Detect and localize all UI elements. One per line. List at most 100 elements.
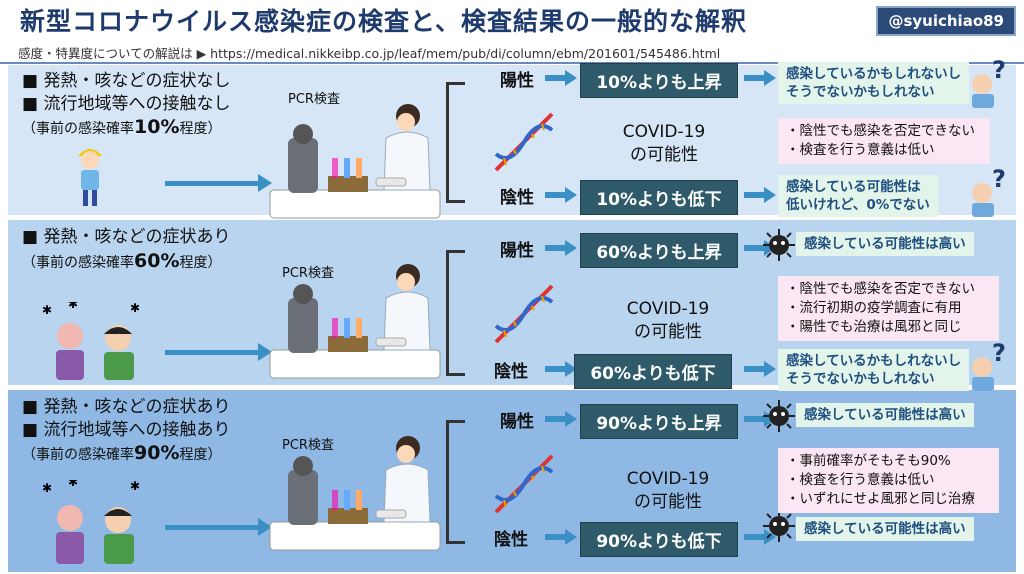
notes-box: ・陰性でも感染を否定できない・流行初期の疫学調査に有用・陽性でも治療は風邪と同じ [778,276,999,341]
condition-list: ■ 発熱・咳などの症状なし ■ 流行地域等への接触なし [22,70,230,116]
page-title: 新型コロナウイルス感染症の検査と、検査結果の一般的な解釈 [20,7,748,36]
covid-possibility-label: COVID-19 の可能性 [608,298,728,344]
pcr-label: PCR検査 [288,92,340,107]
small-arrow [545,240,577,260]
arrow-head [258,174,272,192]
outcome-line: 感染している可能性は高い [804,521,966,537]
outcome-line: 感染している可能性は高い [804,407,966,423]
note-item: ・流行初期の疫学調査に有用 [786,300,962,316]
header-divider [0,62,1024,64]
positive-outcome: 感染している可能性は高い [796,403,974,427]
outcome-line: そうでないかもしれない [786,371,935,387]
svg-text:✱: ✱ [130,302,140,315]
confused-person-icon: ? [966,165,1012,221]
negative-outcome: 感染しているかもしれないしそうでないかもしれない [778,349,970,391]
arrow-to-test [165,350,260,355]
negative-result-box: 10%よりも低下 [580,180,738,215]
condition-list: ■ 発熱・咳などの症状あり ■ 流行地域等への接触あり [22,396,230,442]
virus-icon [762,399,796,437]
negative-outcome: 感染している可能性は低いけれど、0%でない [778,175,938,217]
outcome-line: そうでないかもしれない [786,84,935,100]
positive-result-box: 10%よりも上昇 [580,63,738,98]
pcr-label: PCR検査 [282,266,334,281]
result-bracket [446,420,465,544]
small-arrow [744,529,776,549]
positive-result-box: 60%よりも上昇 [580,233,738,268]
condition-item: ■ 流行地域等への接触なし [22,94,231,114]
negative-label: 陰性 [500,188,534,208]
negative-outcome: 感染している可能性は高い [796,517,974,541]
arrow-head [258,518,272,536]
svg-text:?: ? [992,167,1006,193]
svg-text:✱: ✱ [130,480,140,493]
outcome-line: 低いけれど、0%でない [786,197,930,213]
small-arrow [744,187,776,207]
svg-text:✱: ✱ [42,481,52,495]
arrow-head [258,343,272,361]
negative-result-box: 60%よりも低下 [574,354,732,389]
negative-result-box: 90%よりも低下 [580,522,738,557]
covid-line: の可能性 [634,492,702,512]
condition-list: ■ 発熱・咳などの症状あり [22,226,230,249]
condition-item: ■ 流行地域等への接触あり [22,420,231,440]
author-handle: @syuichiao89 [876,6,1016,36]
pcr-test-illustration [268,258,448,392]
condition-item: ■ 発熱・咳などの症状あり [22,397,231,417]
outcome-line: 感染している可能性は [786,179,921,195]
confused-person-icon: ? [966,56,1012,112]
child-icon [78,149,102,206]
note-item: ・事前確率がそもそも90% [786,453,951,469]
small-arrow [545,529,577,549]
small-arrow [545,411,577,431]
negative-label: 陰性 [494,362,528,382]
condition-item: ■ 発熱・咳などの症状なし [22,71,231,91]
covid-line: COVID-19 [626,299,710,319]
dna-icon [492,282,556,350]
pcr-label: PCR検査 [282,438,334,453]
confused-person-icon: ? [966,339,1012,395]
outcome-line: 感染している可能性は高い [804,236,966,252]
covid-line: COVID-19 [626,469,710,489]
covid-line: の可能性 [634,322,702,342]
small-arrow [744,361,776,381]
condition-item: ■ 発熱・咳などの症状あり [22,227,231,247]
outcome-line: 感染しているかもしれないし [786,66,962,82]
positive-outcome: 感染しているかもしれないしそうでないかもしれない [778,62,970,104]
small-arrow [545,187,577,207]
small-arrow [545,70,577,90]
notes-box: ・事前確率がそもそも90% ・検査を行う意義は低い・いずれにせよ風邪と同じ治療 [778,448,999,513]
pcr-test-illustration [268,98,448,232]
note-item: ・検査を行う意義は低い [786,472,935,488]
positive-label: 陽性 [500,241,534,261]
positive-result-box: 90%よりも上昇 [580,404,738,439]
positive-outcome: 感染している可能性は高い [796,232,974,256]
svg-text:?: ? [992,58,1006,84]
result-bracket [446,250,465,376]
positive-label: 陽性 [500,71,534,91]
sick-people-icon: ✱✱✱ [42,302,140,380]
note-item: ・いずれにせよ風邪と同じ治療 [786,491,975,507]
outcome-line: 感染しているかもしれないし [786,353,962,369]
dna-icon [492,110,556,178]
arrow-to-test [165,181,260,186]
result-bracket [446,82,465,203]
pcr-test-illustration [268,430,448,564]
prior-probability: （事前の感染確率90%程度） [22,442,222,464]
notes-box: ・陰性でも感染を否定できない・検査を行う意義は低い [778,118,990,164]
arrow-to-test [165,525,260,530]
small-arrow [545,361,577,381]
covid-possibility-label: COVID-19 の可能性 [608,468,728,514]
virus-icon [762,509,796,547]
small-arrow [744,70,776,90]
svg-text:✱: ✱ [68,302,78,311]
covid-line: の可能性 [630,145,698,165]
positive-label: 陽性 [500,412,534,432]
reference-link[interactable]: 感度・特異度についての解説は ▶ https://medical.nikkeib… [18,46,721,61]
sick-people-icon: ✱ ✱ ✱ [42,480,140,564]
covid-line: COVID-19 [622,122,706,142]
dna-icon [492,452,556,520]
svg-text:✱: ✱ [68,480,78,489]
svg-text:?: ? [992,341,1006,367]
note-item: ・検査を行う意義は低い [786,142,935,158]
covid-possibility-label: COVID-19 の可能性 [604,121,724,167]
